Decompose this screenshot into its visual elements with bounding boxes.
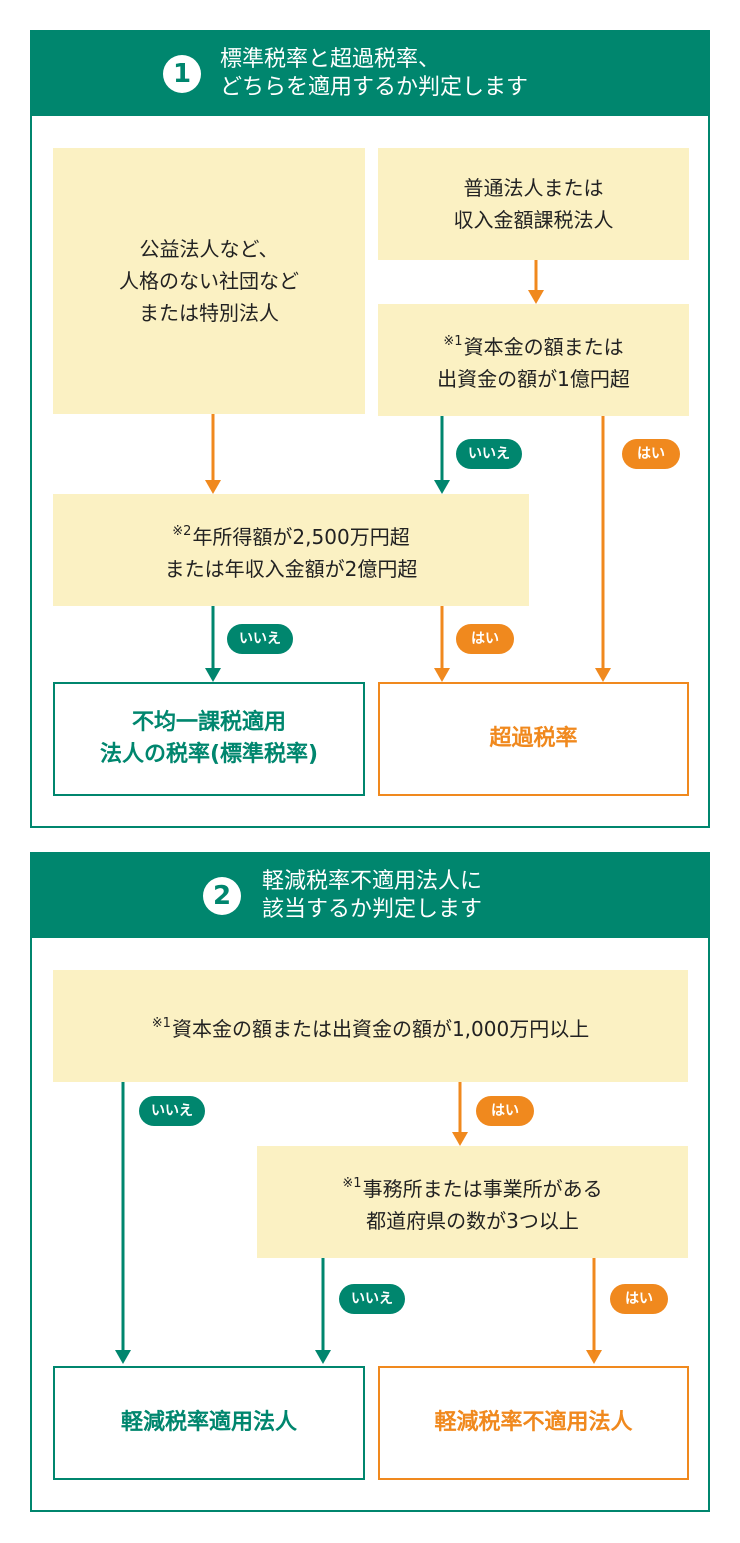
label-no: いいえ — [227, 624, 293, 654]
arrow-down-icon — [113, 1082, 133, 1364]
label-yes: はい — [622, 439, 680, 469]
arrow-down-icon — [526, 260, 546, 304]
box-office-prefectures: ※1事務所または事業所がある 都道府県の数が3つ以上 — [257, 1146, 688, 1258]
section2-header: 2 軽減税率不適用法人に 該当するか判定します — [32, 854, 708, 938]
result-reduced-rate-not-applied: 軽減税率不適用法人 — [378, 1366, 689, 1480]
label-yes: はい — [476, 1096, 534, 1126]
step-number-1-icon: 1 — [163, 55, 201, 93]
note-mark-1: ※1 — [151, 1015, 171, 1031]
arrow-down-icon — [593, 416, 613, 682]
section1-header: 1 標準税率と超過税率、 どちらを適用するか判定します — [32, 32, 708, 116]
note-mark-2: ※2 — [172, 523, 192, 539]
arrow-down-icon — [313, 1258, 333, 1364]
box-public-corporation: 公益法人など、 人格のない社団など または特別法人 — [53, 148, 365, 414]
result-reduced-rate-applied: 軽減税率適用法人 — [53, 1366, 365, 1480]
box-capital-over-100m: ※1資本金の額または 出資金の額が1億円超 — [378, 304, 689, 416]
label-yes: はい — [456, 624, 514, 654]
box-income-threshold: ※2年所得額が2,500万円超 または年収入金額が2億円超 — [53, 494, 529, 606]
section2-title: 軽減税率不適用法人に 該当するか判定します — [262, 869, 483, 922]
label-yes: はい — [610, 1284, 668, 1314]
section2-panel: 2 軽減税率不適用法人に 該当するか判定します ※1資本金の額または出資金の額が… — [30, 852, 710, 1512]
arrow-down-icon — [203, 414, 223, 494]
arrow-down-icon — [432, 606, 452, 682]
arrow-down-icon — [203, 606, 223, 682]
section1-title: 標準税率と超過税率、 どちらを適用するか判定します — [220, 47, 529, 100]
note-mark-1: ※1 — [342, 1175, 362, 1191]
section1-panel: 1 標準税率と超過税率、 どちらを適用するか判定します 公益法人など、 人格のな… — [30, 30, 710, 828]
label-no: いいえ — [339, 1284, 405, 1314]
note-mark-1: ※1 — [443, 333, 463, 349]
arrow-down-icon — [584, 1258, 604, 1364]
result-excess-rate: 超過税率 — [378, 682, 689, 796]
arrow-down-icon — [432, 416, 452, 494]
label-no: いいえ — [139, 1096, 205, 1126]
arrow-down-icon — [450, 1082, 470, 1146]
step-number-2-icon: 2 — [203, 877, 241, 915]
result-standard-rate: 不均一課税適用 法人の税率(標準税率) — [53, 682, 365, 796]
box-capital-over-10m: ※1資本金の額または出資金の額が1,000万円以上 — [53, 970, 688, 1082]
label-no: いいえ — [456, 439, 522, 469]
box-ordinary-corporation: 普通法人または 収入金額課税法人 — [378, 148, 689, 260]
